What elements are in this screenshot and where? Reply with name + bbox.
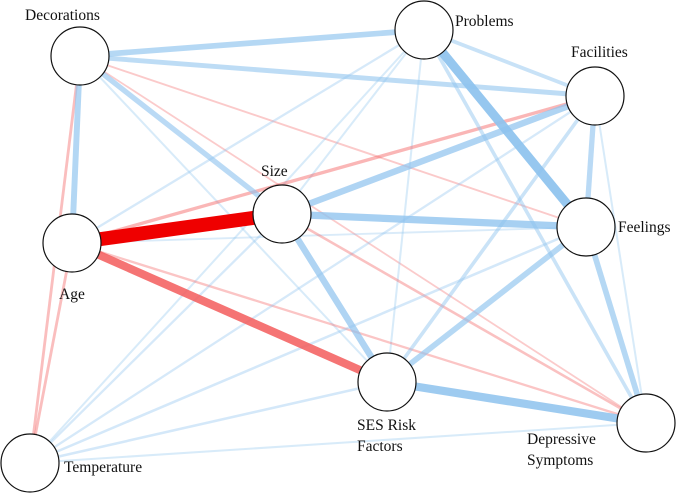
node-temperature	[0, 433, 60, 493]
edge-problems-ses	[385, 29, 426, 383]
edge-temperature-ses	[29, 380, 388, 465]
node-label-line: Decorations	[25, 7, 100, 24]
edge-size-problems	[281, 29, 425, 215]
node-depressive	[616, 393, 676, 453]
edge-temperature-problems	[29, 29, 425, 464]
node-size	[252, 184, 312, 244]
edge-problems-facilities	[423, 28, 596, 98]
edge-decorations-feelings	[79, 55, 587, 228]
node-feelings	[556, 197, 616, 257]
node-label-line: Temperature	[64, 459, 142, 476]
edge-ses-depressive	[386, 377, 647, 428]
node-label-age: Age	[59, 286, 85, 303]
edge-decorations-depressive	[79, 55, 647, 424]
edge-ses-facilities	[385, 94, 597, 384]
node-facilities	[565, 66, 625, 126]
node-label-decorations: Decorations	[25, 7, 100, 24]
edge-size-feelings	[281, 210, 587, 231]
edge-age-size	[71, 207, 283, 250]
edge-feelings-depressive	[583, 226, 649, 424]
node-label-size: Size	[261, 163, 288, 180]
edge-decorations-facilities	[79, 53, 596, 99]
node-label-line: Facilities	[571, 44, 628, 61]
edge-facilities-depressive	[593, 95, 648, 424]
edge-age-facilities	[71, 94, 596, 245]
node-label-line: Factors	[357, 438, 403, 455]
node-label-feelings: Feelings	[618, 219, 671, 236]
edge-temperature-depressive	[29, 421, 647, 465]
edge-problems-feelings	[420, 27, 590, 230]
edge-age-temperature	[28, 242, 74, 464]
edge-temperature-size	[29, 213, 283, 464]
edge-decorations-age	[69, 55, 83, 244]
edge-age-feelings	[71, 226, 587, 244]
node-label-line: Age	[59, 286, 85, 303]
edge-size-ses	[279, 212, 390, 384]
node-problems	[394, 0, 454, 60]
node-decorations	[50, 26, 110, 86]
edge-age-ses	[70, 239, 389, 386]
node-label-line: Problems	[455, 13, 514, 30]
node-label-problems: Problems	[455, 13, 514, 30]
edge-age-problems	[71, 29, 425, 244]
node-label-line: Feelings	[618, 219, 671, 236]
node-label-temperature: Temperature	[64, 459, 142, 476]
edge-ses-feelings	[385, 224, 588, 385]
edge-layer	[28, 27, 649, 465]
edge-decorations-problems	[79, 27, 425, 59]
edge-size-facilities	[280, 92, 597, 218]
edge-temperature-facilities	[29, 95, 596, 464]
node-label-line: Size	[261, 163, 288, 180]
node-label-line: SES Risk	[357, 417, 416, 434]
node-label-line: Symptoms	[527, 452, 593, 469]
node-label-facilities: Facilities	[571, 44, 628, 61]
node-age	[42, 213, 102, 273]
edge-decorations-size	[78, 53, 284, 217]
node-ses	[357, 352, 417, 412]
node-label-line: Depressive	[527, 431, 596, 448]
